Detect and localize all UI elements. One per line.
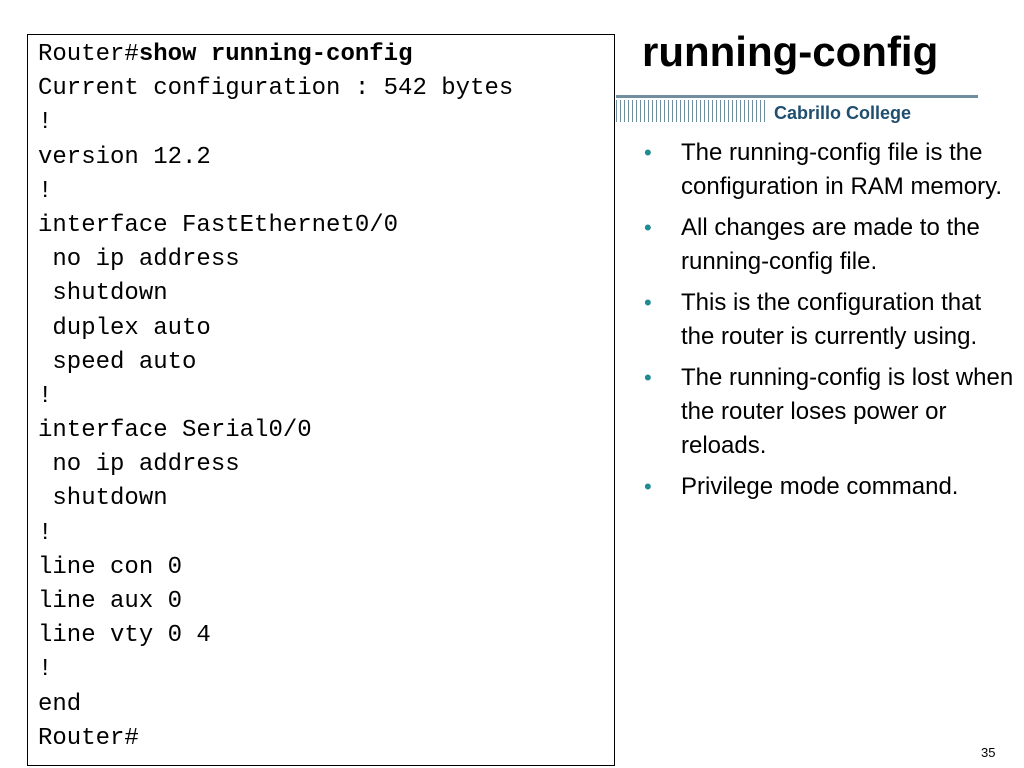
terminal-line: Current configuration : 542 bytes [38,75,514,103]
terminal-lines: Router#show running-config Current confi… [38,38,513,756]
terminal-line: ! [38,109,53,137]
bullet-text: The running-config is lost when the rout… [681,364,1014,459]
bullet-text: All changes are made to the running-conf… [681,214,980,275]
bullet-dot-icon: • [644,290,652,315]
bullet-item: • The running-config is lost when the rou… [644,361,1016,463]
terminal-command: show running-config [138,41,413,68]
terminal-line: no ip address [38,246,240,274]
bullet-item: • The running-config file is the configur… [644,136,1016,204]
terminal-line: shutdown [38,280,168,308]
slide-title: running-config [642,28,939,75]
terminal-line: speed auto [38,348,197,376]
college-logo-text: Cabrillo College [774,103,912,123]
bullet-item: • All changes are made to the running-con… [644,211,1016,279]
bullet-dot-icon: • [644,215,652,240]
terminal-line: version 12.2 [38,143,211,171]
bullet-dot-icon: • [644,140,652,165]
page-number: 35 [981,745,996,760]
terminal-line: line vty 0 4 [38,622,211,650]
terminal-line: ! [38,177,53,205]
bullet-text: This is the configuration that the route… [681,289,982,350]
terminal-line: ! [38,656,53,684]
bullet-item: • This is the configuration that the rout… [644,286,1016,354]
bullet-dot-icon: • [644,474,652,499]
terminal-line: line aux 0 [38,588,183,615]
bullet-text: Privilege mode command. [681,473,959,500]
bullet-item: • Privilege mode command. [644,470,1016,504]
decorative-stripes [616,100,766,122]
terminal-line: ! [38,519,53,547]
terminal-line: ! [38,382,53,410]
title-underline [616,95,978,98]
terminal-prompt: Router# [38,41,139,68]
terminal-line: duplex auto [38,314,211,342]
terminal-line: end [38,690,82,718]
bullet-dot-icon: • [644,365,652,390]
bullet-text: The running-config file is the configura… [681,139,1002,200]
terminal-line: shutdown [38,485,168,513]
terminal-line: line con 0 [38,553,183,581]
terminal-line: interface Serial0/0 [38,417,312,445]
terminal-line: Router# [38,724,139,752]
bullet-list: • The running-config file is the configur… [644,136,1016,511]
terminal-command-line: Router#show running-config [38,38,513,72]
terminal-line: no ip address [38,451,240,479]
terminal-output-box: Router#show running-config Current confi… [27,34,615,766]
terminal-line: interface FastEthernet0/0 [38,211,399,239]
